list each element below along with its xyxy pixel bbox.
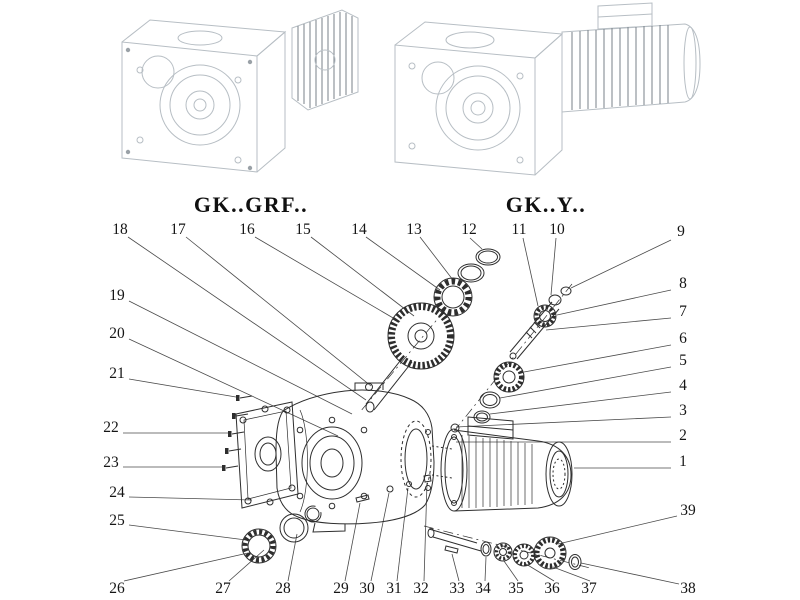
leader-5 (499, 366, 672, 399)
model-label-gk-y: GK..Y.. (506, 192, 587, 217)
leader-10 (550, 237, 557, 296)
callout-23: 23 (103, 454, 119, 471)
callout-20: 20 (109, 325, 125, 342)
cooling-fins (297, 12, 353, 108)
motor-cooling-fins (571, 25, 669, 110)
callout-12: 12 (461, 221, 477, 238)
callout-39: 39 (680, 502, 696, 519)
callout-19: 19 (109, 287, 125, 304)
callout-5: 5 (679, 352, 687, 369)
output-shaft-assembly (427, 528, 582, 570)
input-axis-centerline (454, 283, 573, 431)
intermediate-shaft (365, 355, 413, 413)
leader-21 (128, 378, 237, 398)
callout-2: 2 (679, 427, 687, 444)
gearbox-housing (275, 382, 435, 533)
leader-31 (396, 487, 409, 582)
leader-3 (455, 416, 672, 428)
leader-lines (123, 236, 680, 585)
leader-18 (127, 236, 367, 401)
callout-21: 21 (109, 365, 125, 382)
callout-34: 34 (475, 580, 491, 597)
electric-motor (440, 416, 573, 512)
leader-4 (489, 391, 672, 415)
callout-22: 22 (103, 419, 119, 436)
motor-mount-fasteners (355, 445, 453, 503)
callout-17: 17 (170, 221, 186, 238)
exploded-assembly (222, 248, 591, 570)
finned-input-cover (291, 9, 359, 111)
leader-34 (484, 556, 487, 582)
callout-15: 15 (295, 221, 311, 238)
input-shaft-assembly (450, 286, 572, 433)
callout-36: 36 (544, 580, 560, 597)
leader-25 (128, 524, 247, 541)
callout-13: 13 (406, 221, 422, 238)
callout-11: 11 (512, 221, 527, 238)
callout-35: 35 (508, 580, 524, 597)
leader-14 (365, 236, 441, 291)
gearbox-grf-drawing (121, 9, 359, 173)
leader-9 (570, 239, 672, 289)
callout-10: 10 (549, 221, 565, 238)
leader-39 (557, 515, 678, 545)
main-gear-cluster (387, 248, 501, 370)
cover-bolts (222, 395, 253, 471)
callout-numbers: 18 17 16 15 14 13 12 11 10 9 19 20 21 22… (103, 221, 696, 597)
leader-29 (344, 502, 361, 582)
callout-33: 33 (449, 580, 465, 597)
leader-30 (370, 492, 390, 582)
leader-13 (419, 236, 454, 281)
callout-37: 37 (581, 580, 597, 597)
callout-38: 38 (680, 580, 696, 597)
leader-37 (552, 566, 591, 582)
leader-32 (423, 482, 428, 582)
leader-6 (523, 344, 672, 373)
callout-18: 18 (112, 221, 128, 238)
leader-11 (522, 237, 539, 307)
leader-15 (310, 236, 415, 317)
leader-12 (469, 237, 483, 250)
callout-8: 8 (679, 275, 687, 292)
callout-29: 29 (333, 580, 349, 597)
callout-27: 27 (215, 580, 231, 597)
leader-7 (545, 317, 672, 331)
model-label-gk-grf: GK..GRF.. (194, 192, 308, 217)
leader-19 (128, 300, 353, 415)
side-cover-flange (235, 401, 299, 509)
leader-35 (503, 560, 519, 582)
callout-9: 9 (677, 223, 685, 240)
callout-31: 31 (386, 580, 402, 597)
callout-3: 3 (679, 402, 687, 419)
callout-4: 4 (679, 377, 687, 394)
callout-32: 32 (413, 580, 429, 597)
output-axis-centerline (423, 525, 591, 569)
leader-33 (451, 553, 460, 582)
motor-fin-lines (461, 435, 533, 508)
callout-28: 28 (275, 580, 291, 597)
leader-38 (580, 562, 680, 585)
callout-26: 26 (109, 580, 125, 597)
leader-8 (556, 289, 672, 316)
leader-36 (525, 563, 555, 582)
electric-motor-drawing (561, 2, 701, 113)
callout-25: 25 (109, 512, 125, 529)
callout-7: 7 (679, 303, 687, 320)
callout-30: 30 (359, 580, 375, 597)
callout-14: 14 (351, 221, 367, 238)
leader-24 (128, 496, 253, 501)
callout-24: 24 (109, 484, 125, 501)
leader-17 (185, 236, 372, 387)
leader-16 (254, 236, 401, 323)
lower-bearing-and-rings (241, 505, 322, 564)
callout-1: 1 (679, 453, 687, 470)
leader-26 (123, 552, 249, 582)
leader-27 (228, 549, 265, 582)
callout-6: 6 (679, 330, 687, 347)
callout-16: 16 (239, 221, 255, 238)
gearbox-y-drawing (394, 2, 701, 176)
